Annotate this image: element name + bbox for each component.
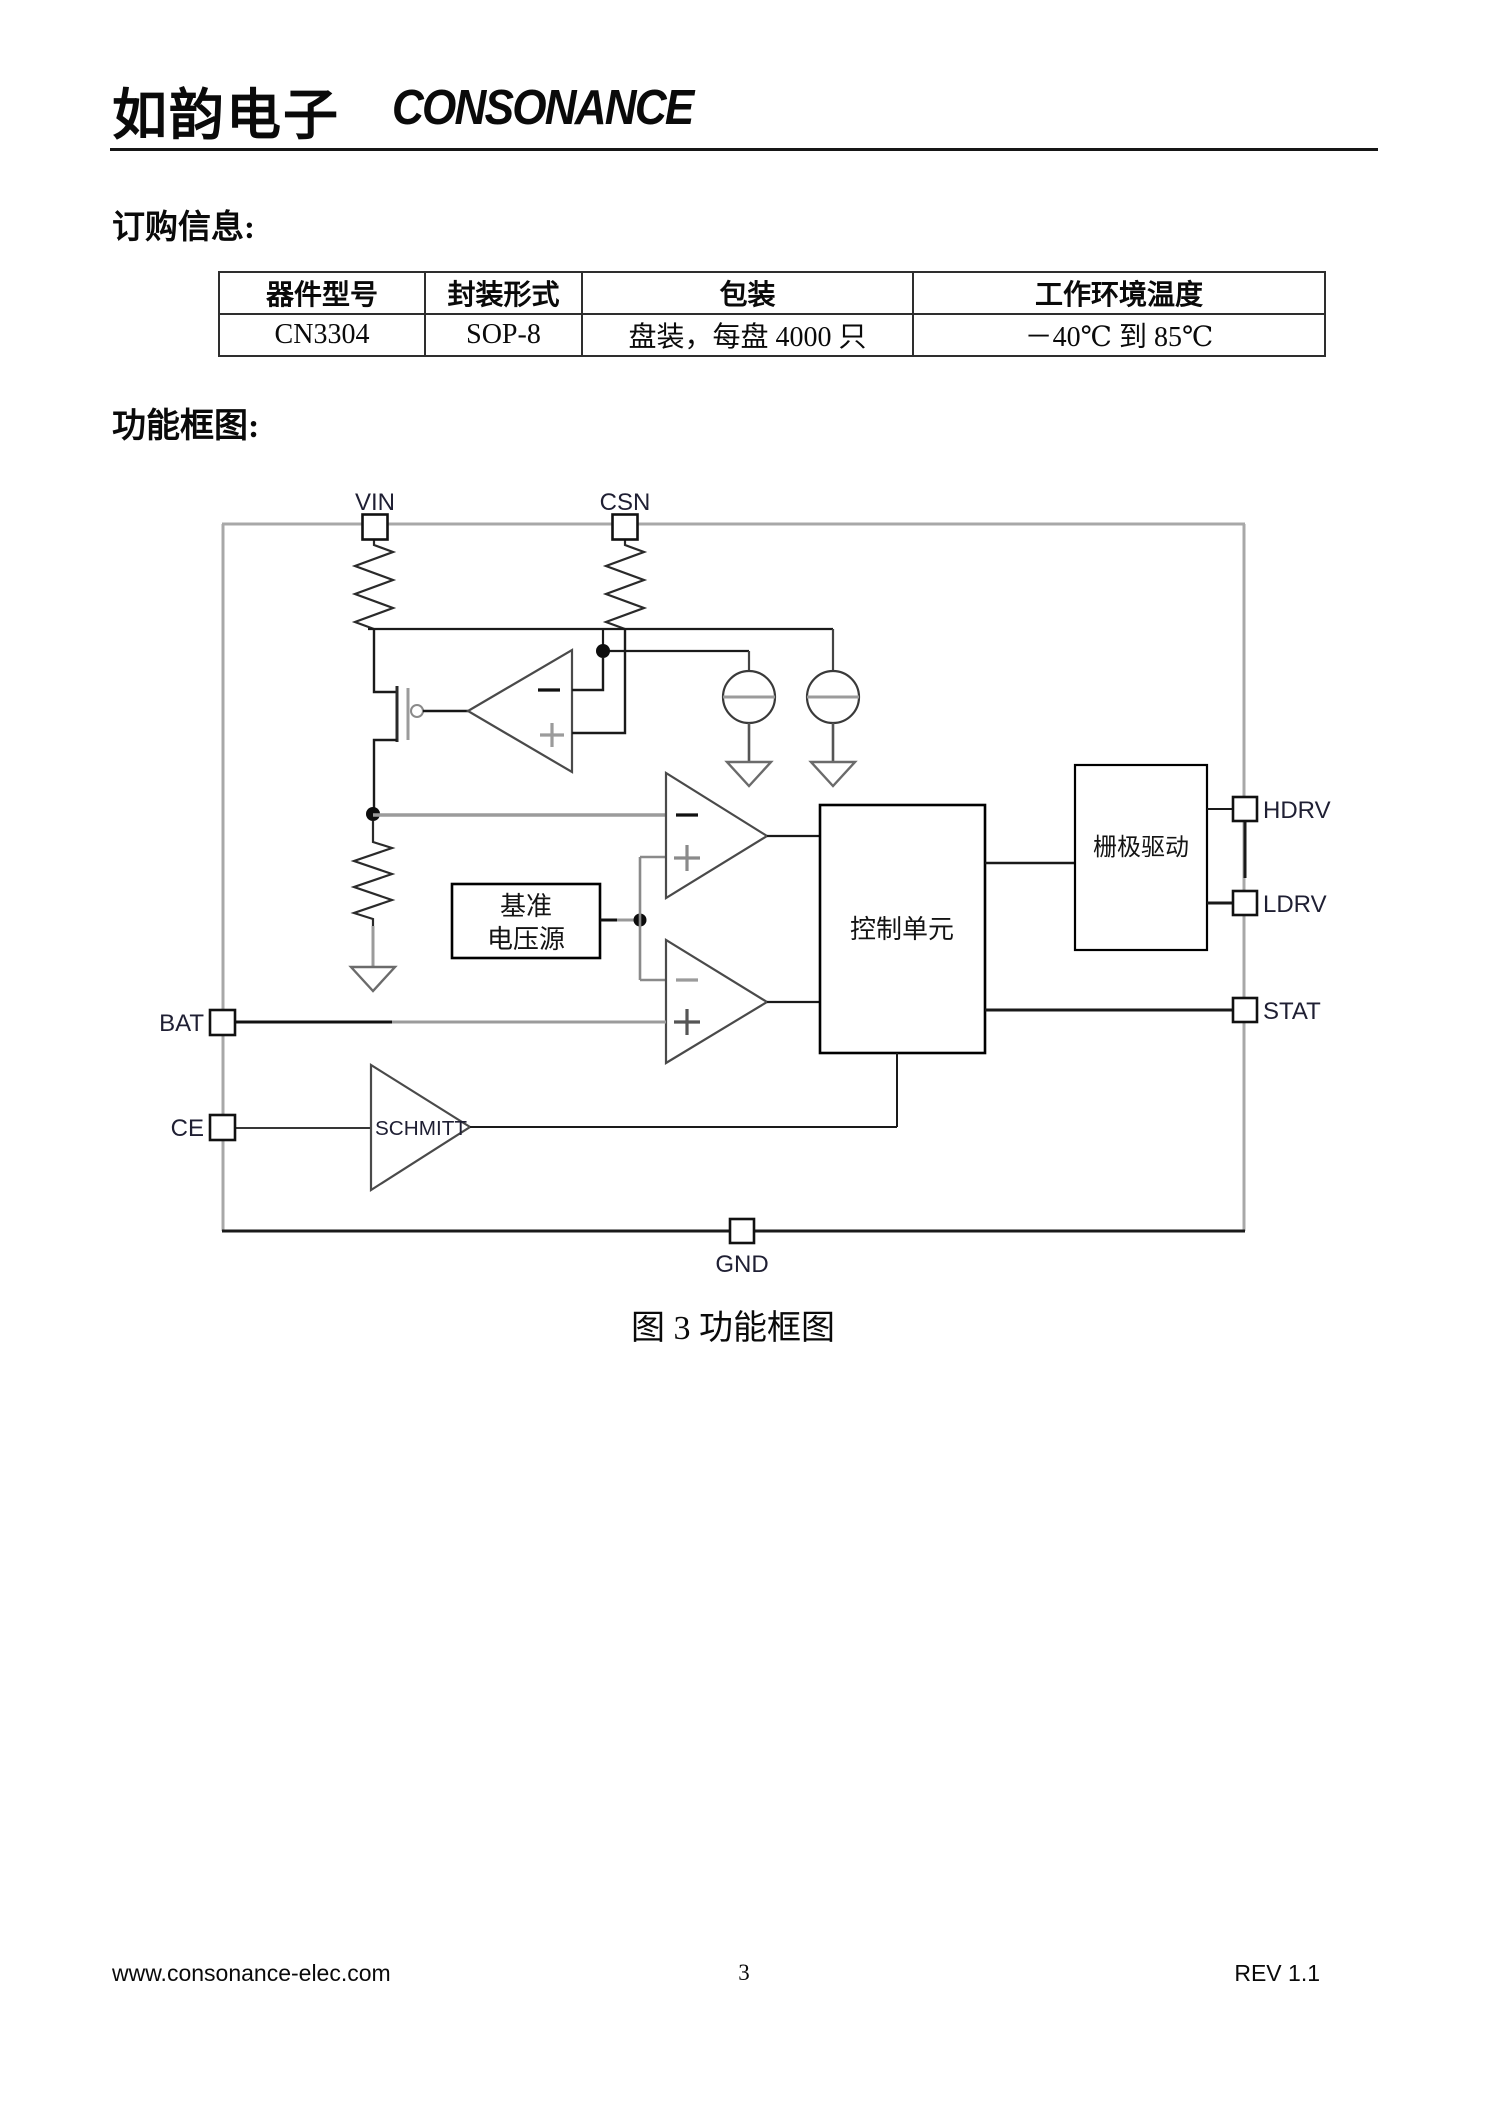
reference-label-line2: 电压源 (487, 925, 565, 954)
col-header-temperature: 工作环境温度 (912, 271, 1326, 315)
pin-csn: CSN (600, 489, 651, 541)
pin-label-hdrv: HDRV (1263, 797, 1331, 824)
pin-label-ldrv: LDRV (1263, 891, 1327, 918)
pin-label-gnd: GND (715, 1251, 768, 1278)
reference-label-line1: 基准 (500, 892, 552, 921)
current-source-icon (805, 629, 861, 762)
cell-temperature: －40℃ 到 85℃ (912, 313, 1326, 357)
col-header-packing: 包装 (581, 271, 914, 315)
company-name-chinese: 如韵电子 (112, 85, 341, 146)
error-amplifier-icon (465, 629, 627, 774)
pin-label-vin: VIN (355, 489, 395, 516)
pin-bat: BAT (159, 1008, 237, 1037)
reference-voltage-block: 基准 电压源 (450, 855, 666, 982)
pmos-transistor-icon (372, 629, 468, 808)
control-unit-label: 控制单元 (850, 915, 954, 944)
pin-ldrv: LDRV (1231, 889, 1327, 918)
ordering-info-title: 订购信息: (112, 210, 255, 246)
pin-label-csn: CSN (600, 489, 651, 516)
pin-stat: STAT (1231, 996, 1321, 1025)
vin-resistor-icon (351, 540, 397, 631)
gate-driver-label: 栅极驱动 (1093, 834, 1189, 861)
col-header-part-number: 器件型号 (218, 271, 426, 315)
pin-gnd: GND (715, 1217, 769, 1278)
pin-label-stat: STAT (1263, 998, 1321, 1025)
divider-resistor-icon (350, 821, 396, 966)
plus-input-icon (540, 723, 564, 747)
junction-dot (596, 644, 610, 658)
pin-label-ce: CE (171, 1115, 204, 1142)
control-unit-block: 控制单元 (818, 803, 987, 1055)
schmitt-label: SCHMITT (375, 1118, 467, 1140)
table-row: CN3304 SOP-8 盘装，每盘 4000 只 －40℃ 到 85℃ (218, 313, 1326, 357)
figure-caption: 图 3 功能框图 (631, 1310, 835, 1347)
top-rail-wire (368, 627, 833, 658)
pin-label-bat: BAT (159, 1010, 204, 1037)
pin-ce: CE (171, 1113, 237, 1142)
pin-hdrv: HDRV (1231, 795, 1331, 824)
company-name-english: CONSONANCE (392, 81, 694, 135)
block-diagram-title: 功能框图: (112, 408, 260, 445)
cell-packing: 盘装，每盘 4000 只 (581, 313, 914, 357)
footer-revision: REV 1.1 (1234, 1960, 1320, 1986)
ground-icon (348, 965, 398, 993)
cell-package: SOP-8 (424, 313, 583, 357)
functional-block-diagram: 基准 电压源 控制单元 (159, 489, 1331, 1278)
header-divider (110, 148, 1378, 151)
csn-resistor-icon (602, 540, 648, 631)
footer-website: www.consonance-elec.com (112, 1960, 391, 1986)
plus-input-icon (674, 1009, 700, 1035)
ground-icon (724, 760, 774, 788)
schmitt-trigger-icon: SCHMITT (233, 1053, 898, 1193)
footer-page-number: 3 (738, 1960, 750, 1985)
plus-input-icon (674, 845, 700, 871)
table-header-row: 器件型号 封装形式 包装 工作环境温度 (218, 271, 1326, 315)
ground-icon (808, 760, 858, 788)
lower-comparator-icon (664, 938, 820, 1065)
upper-comparator-icon (664, 771, 820, 900)
current-source-icon (721, 651, 777, 762)
cell-part-number: CN3304 (218, 313, 426, 357)
gate-driver-block: 栅极驱动 (985, 763, 1245, 952)
ordering-table: 器件型号 封装形式 包装 工作环境温度 CN3304 SOP-8 盘装，每盘 4… (218, 271, 1326, 357)
pin-vin: VIN (355, 489, 395, 541)
col-header-package: 封装形式 (424, 271, 583, 315)
feedback-node (366, 807, 666, 821)
